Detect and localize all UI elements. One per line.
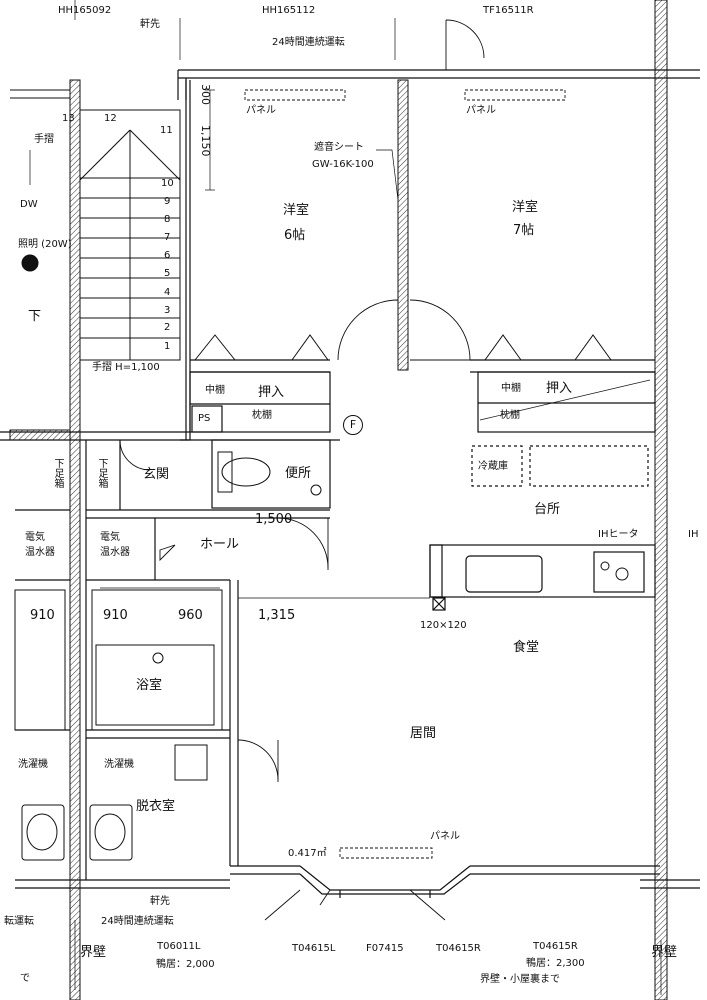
room-dining: 食堂	[513, 640, 540, 655]
lighting-label: 照明 (20W)	[18, 239, 72, 250]
dw-label: DW	[20, 199, 38, 210]
dimension-300: 300	[199, 84, 212, 105]
footer-code-t04615l: T04615L	[292, 943, 336, 954]
fridge-label: 冷蔵庫	[478, 461, 508, 472]
soundproof-sheet-label: 遮音シート	[314, 142, 364, 153]
eaves-label-bottom: 軒先	[150, 896, 170, 907]
footer-code-t06011l: T06011L	[157, 941, 201, 952]
footer-lintel-2000: 鴨居：2,000	[156, 959, 215, 970]
ventilation-label-bottom: 24時間連続運転	[101, 916, 174, 927]
leader-lines	[29, 0, 662, 995]
mid-shelf-label-2: 中棚	[501, 383, 521, 394]
shoe-box-label-2: 下足箱	[96, 458, 107, 488]
panel-label-3: パネル	[430, 831, 460, 842]
room-western-1: 洋室	[283, 203, 310, 218]
boundary-wall-label-2: 界壁	[651, 945, 678, 960]
room-western-1-size: 6帖	[284, 228, 306, 243]
fixtures	[21, 254, 629, 861]
stair-step: 7	[164, 232, 171, 243]
room-western-2-size: 7帖	[513, 223, 535, 238]
panel-heaters	[244, 89, 566, 859]
room-hall: ホール	[200, 537, 240, 552]
stair-step: 1	[164, 341, 171, 352]
mid-shelf-label-1: 中棚	[205, 385, 225, 396]
ps-label: PS	[198, 413, 211, 424]
handrail-label-2: 手摺 H=1,100	[92, 362, 160, 373]
stair-step: 13	[62, 113, 75, 124]
stair-step: 5	[164, 268, 171, 279]
stair-step: 9	[164, 196, 171, 207]
room-toilet: 便所	[285, 466, 312, 481]
post-size-label: 120×120	[420, 620, 467, 631]
room-bath: 浴室	[136, 678, 163, 693]
stair-step: 6	[164, 250, 171, 261]
footer-fragment: で	[20, 973, 30, 984]
room-living: 居間	[410, 726, 437, 741]
panel-label-1: パネル	[246, 105, 276, 116]
stair-step: 10	[161, 178, 174, 189]
equipment-code-right: TF16511R	[483, 5, 534, 16]
area-label: 0.417㎡	[288, 848, 327, 859]
room-kitchen: 台所	[534, 502, 561, 517]
washer-label-2: 洗濯機	[104, 759, 134, 770]
panel-label-2: パネル	[466, 105, 496, 116]
equipment-code-left: HH165092	[58, 5, 112, 16]
dimension-960: 960	[178, 608, 203, 623]
equipment-code-mid: HH165112	[262, 5, 316, 16]
water-heater-label-1: 電気 温水器	[25, 532, 55, 558]
dimension-910: 910	[103, 608, 128, 623]
boundary-wall-label-1: 界壁	[80, 945, 107, 960]
pillow-shelf-label-1: 枕棚	[252, 410, 272, 421]
boundary-walls	[9, 0, 668, 1000]
stair-step: 12	[104, 113, 117, 124]
stair-step: 2	[164, 322, 171, 333]
soundproof-spec-label: GW-16K-100	[312, 159, 374, 170]
dimension-1315: 1,315	[258, 608, 296, 623]
dimension-1150: 1,150	[199, 125, 212, 157]
interior-walls	[0, 80, 656, 880]
closet-label-1: 押入	[258, 385, 285, 400]
handrail-label-1: 手摺	[34, 134, 54, 145]
footer-code-f07415: F07415	[366, 943, 404, 954]
ventilation-label-top: 24時間連続運転	[272, 37, 345, 48]
door-swings	[119, 19, 485, 921]
boundary-wall-attic-label: 界壁・小屋裏まで	[480, 974, 560, 985]
stair-step: 8	[164, 214, 171, 225]
closet-doors	[194, 334, 612, 361]
footer-lintel-2300: 鴨居：2,300	[526, 958, 585, 969]
room-dressing: 脱衣室	[136, 799, 176, 814]
bay-window	[299, 865, 471, 898]
ih-heater-label: IHヒータ	[598, 529, 639, 540]
dimension-910-left: 910	[30, 608, 55, 623]
staircase	[10, 89, 181, 361]
washer-label-1: 洗濯機	[18, 759, 48, 770]
stair-step: 3	[164, 305, 171, 316]
water-heater-label-2: 電気 温水器	[100, 532, 130, 558]
eaves-label-top: 軒先	[140, 19, 160, 30]
room-entrance: 玄関	[143, 467, 170, 482]
shoe-box-label-1: 下足箱	[52, 458, 63, 488]
footer-code-t04615r-1: T04615R	[436, 943, 481, 954]
ventilation-label-bottom-left: 転運転	[4, 916, 34, 927]
symbol-f: F	[343, 415, 363, 435]
stair-step: 11	[160, 125, 173, 136]
pillow-shelf-label-2: 枕棚	[500, 410, 520, 421]
closet-label-2: 押入	[546, 381, 573, 396]
ih-heater-edge-label: IH	[688, 529, 699, 540]
room-western-2: 洋室	[512, 200, 539, 215]
footer-code-t04615r-2: T04615R	[533, 941, 578, 952]
stair-step: 4	[164, 287, 171, 298]
stair-down-label: 下	[28, 309, 42, 324]
dimension-1500: 1,500	[255, 512, 293, 527]
